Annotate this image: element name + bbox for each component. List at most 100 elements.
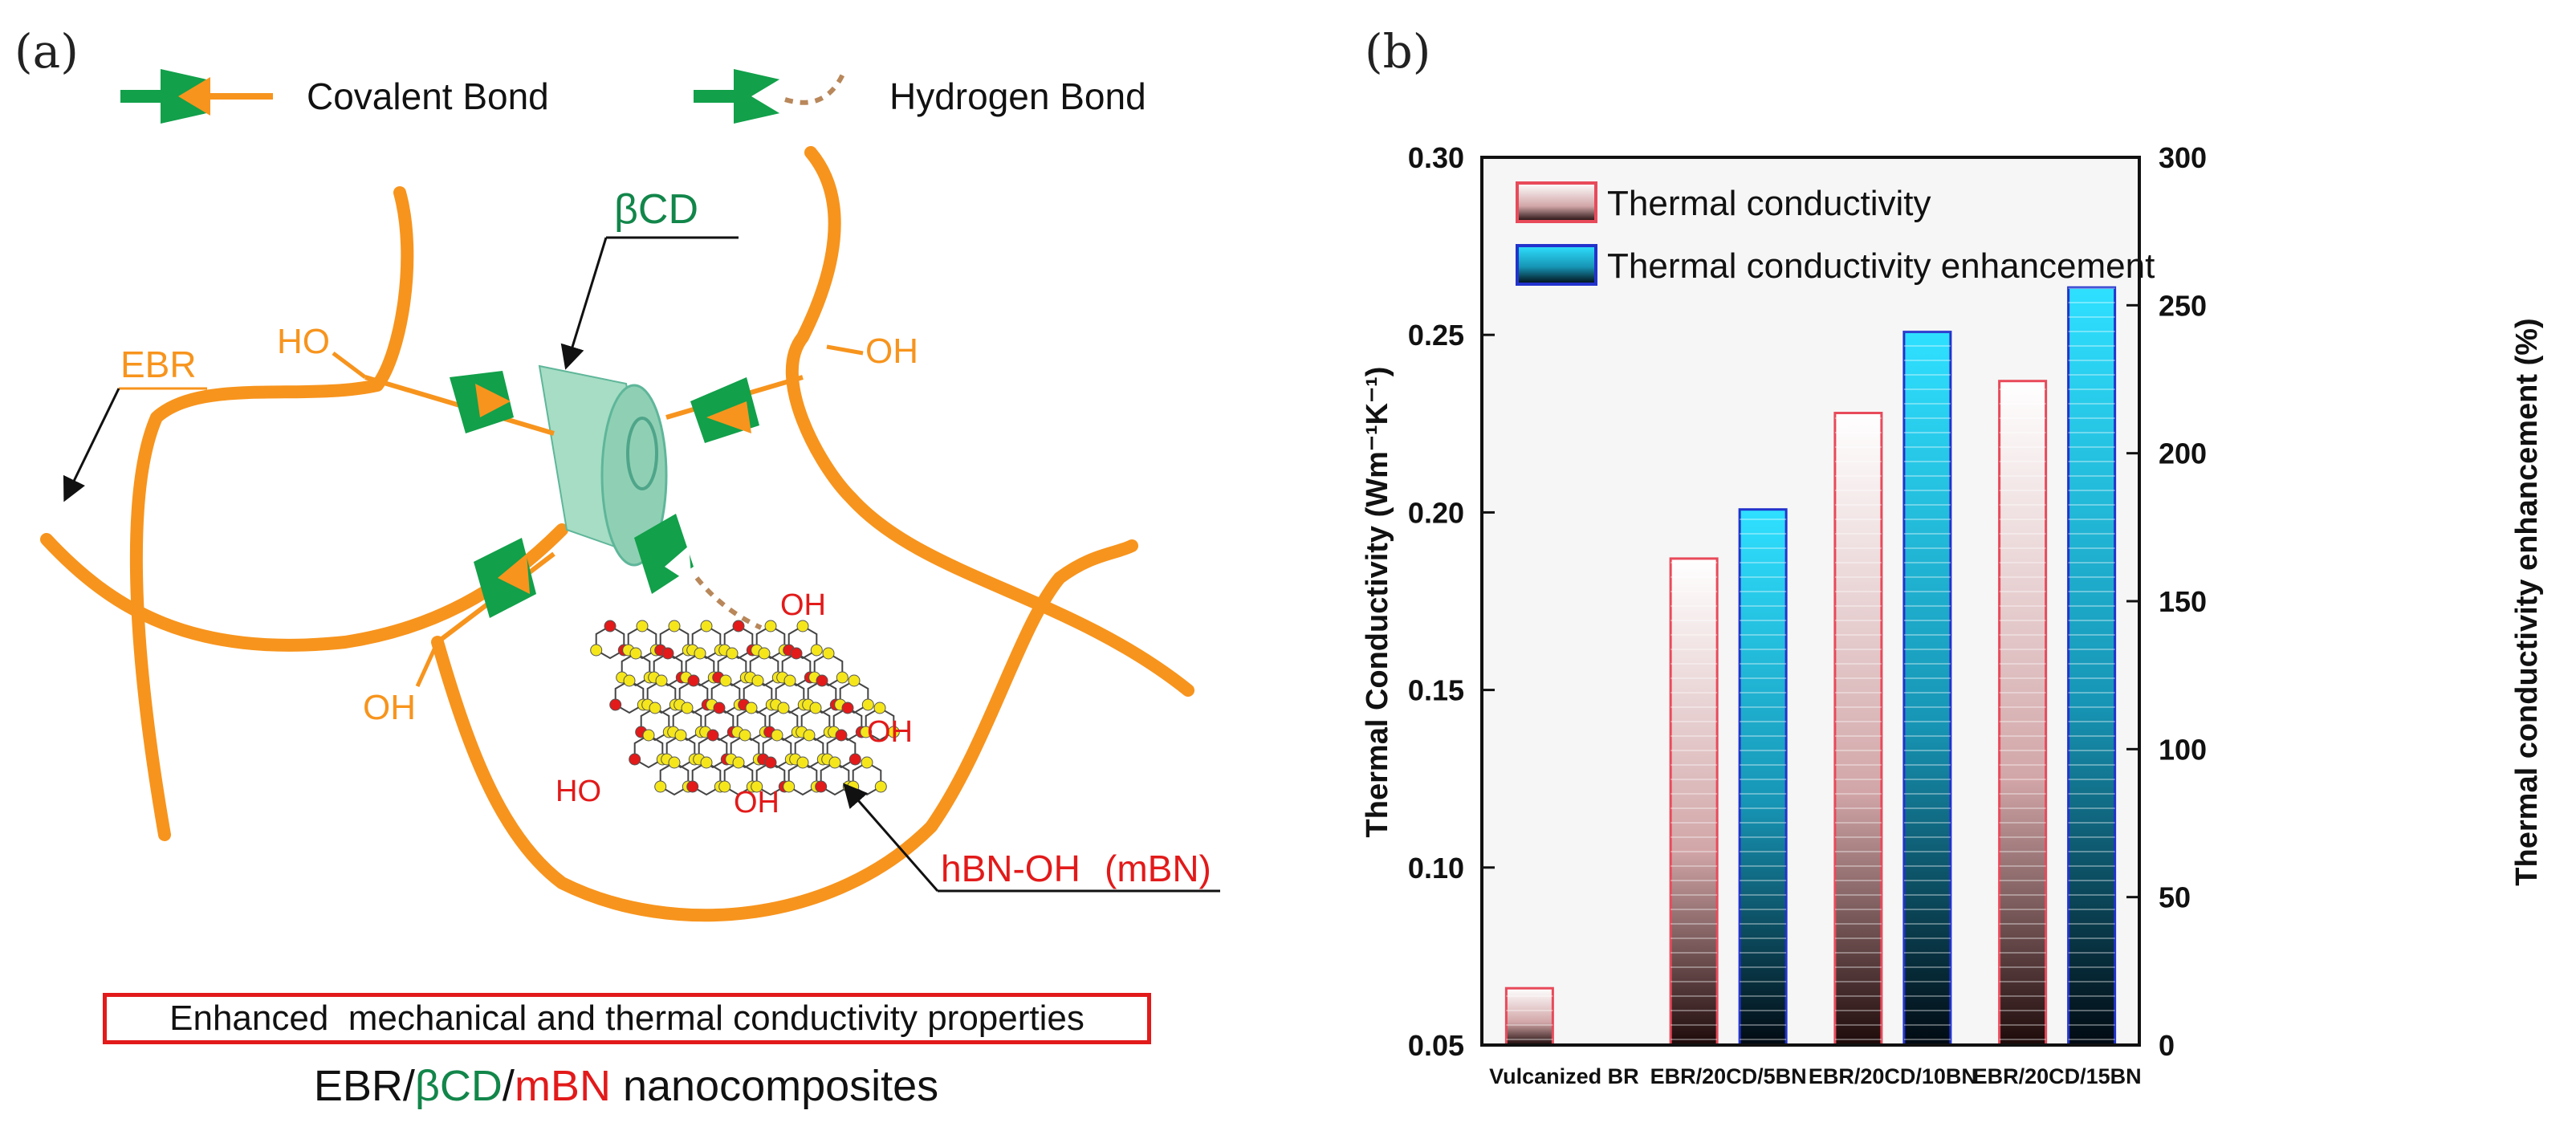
hbn-ring bbox=[762, 734, 792, 769]
hbn-ring bbox=[787, 624, 818, 660]
hbn-atom bbox=[642, 729, 655, 742]
covalent-bond-label: Covalent Bond bbox=[307, 75, 549, 117]
hbn-ring bbox=[672, 706, 702, 742]
legend-swatch-thermal-conductivity bbox=[1516, 181, 1597, 223]
bar-stripes bbox=[1999, 380, 2046, 1045]
ebr-label: EBR bbox=[120, 344, 197, 385]
hbn-atom bbox=[777, 702, 790, 714]
hbn-ring bbox=[678, 679, 709, 714]
y2-axis-label: Thermal conductivity enhancement (%) bbox=[2510, 318, 2544, 885]
hbn-atom bbox=[655, 674, 668, 687]
nanocomposite-title: EBR/βCD/mBN nanocomposites bbox=[0, 1061, 1252, 1111]
hbn-ring bbox=[704, 706, 735, 742]
hbn-atom bbox=[790, 647, 803, 660]
hbn-atom bbox=[719, 674, 732, 687]
y-tick-label: 0.30 bbox=[1408, 141, 1464, 174]
hydrogen-bond-legend-icon bbox=[694, 69, 847, 124]
hbn-ring bbox=[755, 761, 786, 796]
hbn-ring bbox=[755, 624, 786, 660]
hbn-ring bbox=[653, 652, 683, 687]
hydrogen-bond-connector bbox=[634, 514, 763, 630]
hbn-ring bbox=[659, 761, 690, 796]
hbn-atom bbox=[771, 729, 783, 742]
legend-swatch-enhancement bbox=[1516, 244, 1597, 286]
hbn-atom bbox=[874, 780, 887, 793]
hbn-atom bbox=[828, 756, 841, 769]
hbn-atom bbox=[661, 647, 674, 660]
y-tick-label: 0.05 bbox=[1408, 1029, 1464, 1062]
hbn-ring bbox=[775, 679, 805, 714]
hbn-atom bbox=[718, 780, 731, 793]
hbn-atom bbox=[873, 702, 886, 714]
hbn-atom bbox=[629, 753, 641, 766]
hbn-ring bbox=[768, 706, 799, 742]
x-tick-label: Vulcanized BR bbox=[1489, 1064, 1639, 1088]
covalent-bond-legend-icon bbox=[120, 69, 273, 124]
legend-label-thermal-conductivity: Thermal conductivity bbox=[1607, 184, 1931, 223]
hbn-ring bbox=[839, 679, 869, 714]
hbn-atom bbox=[732, 756, 745, 769]
hbn-atom bbox=[668, 756, 681, 769]
hbn-atom bbox=[764, 756, 777, 769]
y2-tick-label: 250 bbox=[2159, 289, 2207, 322]
hbn-atom bbox=[796, 620, 809, 632]
hbn-atom bbox=[861, 698, 874, 711]
hbn-atom bbox=[623, 674, 636, 687]
hbn-ring bbox=[813, 652, 844, 687]
hbn-atom bbox=[822, 647, 835, 660]
ho-left-label: HO bbox=[277, 322, 330, 361]
hbn-atom bbox=[745, 702, 758, 714]
hbn-atom bbox=[649, 702, 661, 714]
hbn-ring bbox=[723, 761, 754, 796]
mbn-label: (mBN) bbox=[1105, 848, 1211, 889]
hbn-atom bbox=[654, 780, 667, 793]
y-tick-label: 0.25 bbox=[1408, 319, 1464, 352]
hbn-atom bbox=[726, 647, 739, 660]
hbn-ring bbox=[627, 624, 657, 660]
y2-tick-label: 300 bbox=[2159, 141, 2207, 174]
title-part-suffix: nanocomposites bbox=[610, 1062, 939, 1110]
hbn-atom bbox=[783, 780, 796, 793]
hbn-atom bbox=[815, 780, 828, 793]
panel-b-label: (b) bbox=[1365, 24, 1431, 79]
bar-stripes bbox=[1671, 558, 1718, 1045]
hbn-atom bbox=[816, 674, 828, 687]
hbn-ring bbox=[781, 652, 812, 687]
hbn-atom bbox=[841, 702, 854, 714]
hbn-atom bbox=[687, 674, 700, 687]
chart-legend: Thermal conductivity Thermal conductivit… bbox=[1516, 181, 2155, 286]
hbn-ring bbox=[691, 624, 722, 660]
hbn-ring bbox=[665, 734, 696, 769]
hbn-ring bbox=[659, 624, 690, 660]
hbn-ring bbox=[595, 624, 625, 660]
hydrogen-bond-label: Hydrogen Bond bbox=[889, 75, 1146, 117]
hbn-ring bbox=[800, 706, 831, 742]
hbn-atom bbox=[809, 702, 822, 714]
covalent-bond-connectors bbox=[364, 371, 804, 645]
oh-bottom-label: OH bbox=[734, 786, 779, 820]
oh-top-label: OH bbox=[780, 588, 826, 622]
hbn-atom bbox=[674, 729, 687, 742]
bars-layer bbox=[1504, 286, 2117, 1047]
hbn-ring bbox=[633, 734, 664, 769]
x-tick-label: EBR/20CD/10BN bbox=[1809, 1064, 1977, 1088]
hbn-atom bbox=[751, 780, 763, 793]
hbn-atom bbox=[686, 780, 699, 793]
hbn-atom bbox=[835, 729, 848, 742]
y2-tick-label: 50 bbox=[2159, 881, 2191, 914]
hbn-atom bbox=[629, 647, 642, 660]
hbn-atom bbox=[848, 674, 861, 687]
y2-tick-label: 200 bbox=[2159, 437, 2207, 470]
hbn-atom bbox=[668, 620, 681, 632]
nanocomposite-schematic: Covalent Bond Hydrogen Bond HO OH OH EBR… bbox=[40, 69, 1220, 922]
hbn-ring bbox=[646, 679, 677, 714]
hbn-ring bbox=[832, 706, 863, 742]
hbn-atom bbox=[796, 756, 809, 769]
title-part-ebr: EBR/ bbox=[313, 1062, 415, 1110]
bar-stripes bbox=[1834, 413, 1882, 1045]
y-axis-label: Thermal Conductivity (Wm⁻¹K⁻¹) bbox=[1361, 367, 1394, 838]
hbn-atom bbox=[848, 753, 861, 766]
hbn-ring bbox=[820, 761, 850, 796]
hbn-atom bbox=[706, 729, 719, 742]
hbn-ring bbox=[730, 734, 760, 769]
